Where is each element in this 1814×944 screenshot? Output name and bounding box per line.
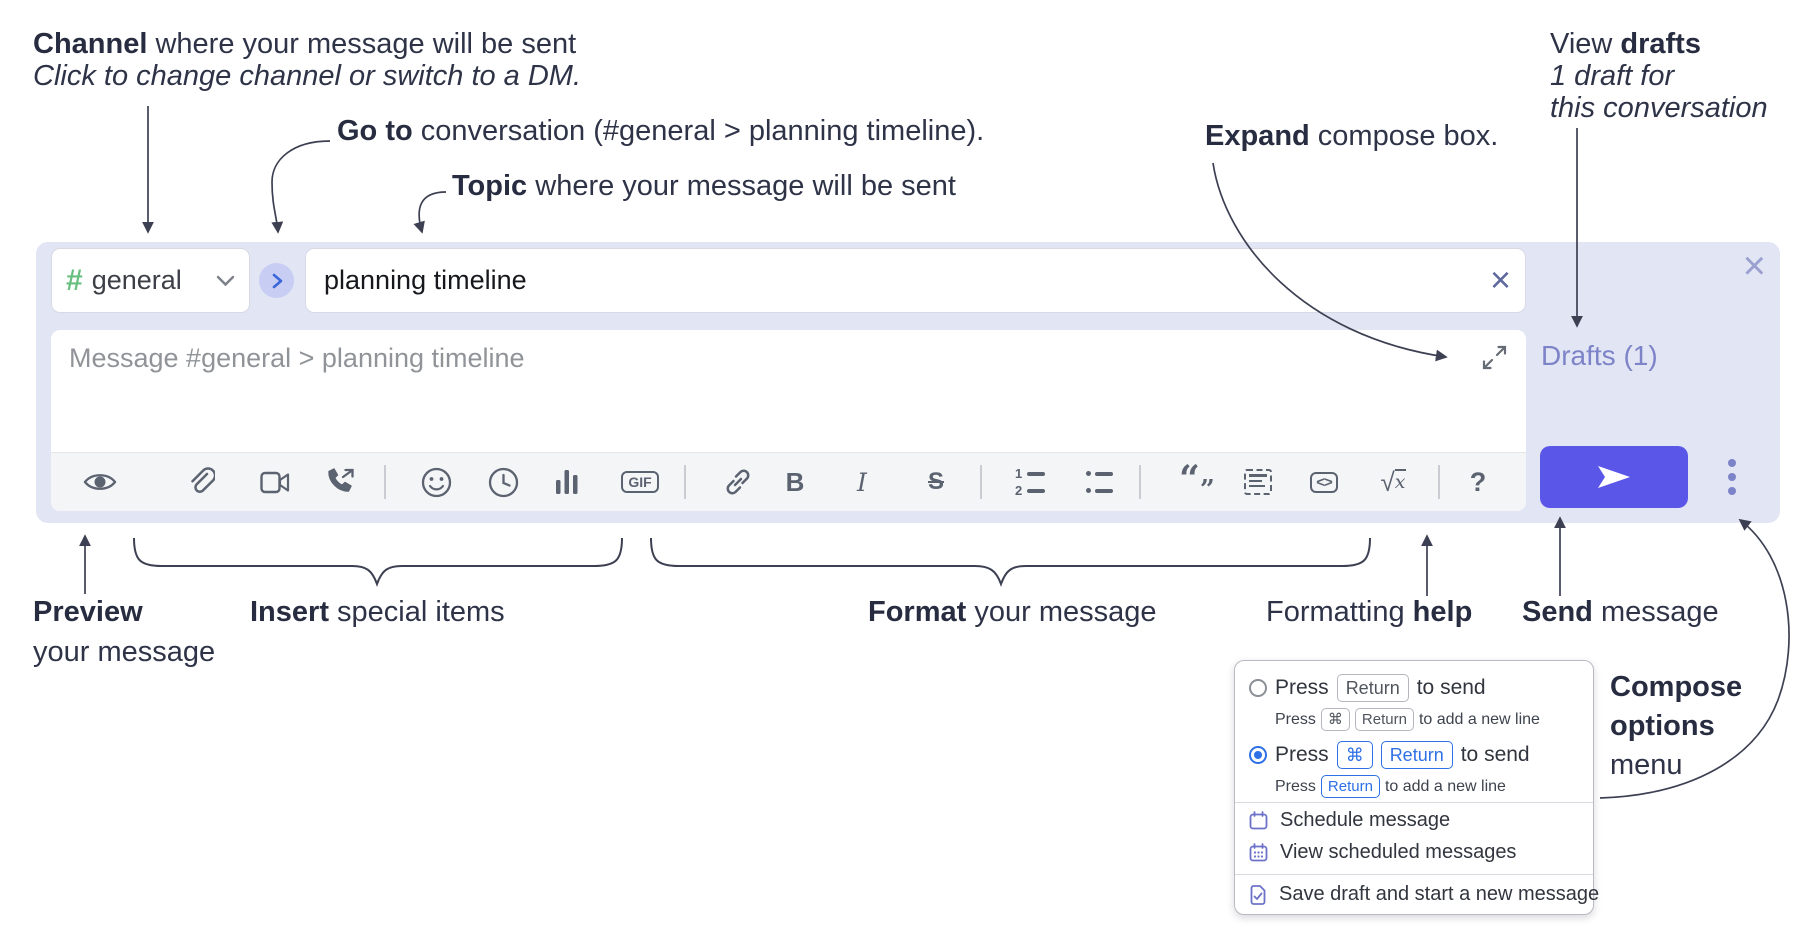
quote-icon[interactable]: “”: [1179, 457, 1215, 505]
close-compose-icon[interactable]: ×: [1742, 244, 1766, 288]
chevron-down-icon: [216, 275, 235, 286]
add-global-time-icon[interactable]: [486, 465, 520, 499]
expand-annotation: Expand compose box.: [1205, 120, 1499, 152]
code-icon[interactable]: <>: [1307, 465, 1341, 499]
send-mode-option-cmd-return-sub: Press Return to add a new line: [1275, 775, 1506, 798]
drafts-annotation: View drafts 1 draft for this conversatio…: [1550, 28, 1768, 124]
compose-options-annotation: Compose options menu: [1610, 671, 1743, 781]
italic-icon[interactable]: I: [857, 467, 867, 497]
view-scheduled-messages-item[interactable]: View scheduled messages: [1249, 841, 1516, 864]
radio-unselected-icon[interactable]: [1249, 679, 1267, 697]
cmd-key: ⌘: [1320, 708, 1350, 731]
message-area: GIF B I S 1: [51, 330, 1526, 511]
start-voice-call-icon[interactable]: [323, 465, 357, 499]
insert-annotation: Insert special items: [250, 596, 505, 628]
send-mode-option-cmd-return[interactable]: Press ⌘ Return to send: [1249, 741, 1530, 769]
clear-topic-button[interactable]: ×: [1489, 259, 1511, 300]
start-video-call-icon[interactable]: [258, 465, 292, 499]
topic-annotation: Topic where your message will be sent: [452, 170, 956, 202]
formatting-help-annotation: Formatting help: [1266, 596, 1473, 628]
toolbar-divider: [1139, 465, 1141, 499]
compose-options-menu-button[interactable]: [1712, 446, 1752, 508]
format-annotation: Format your message: [868, 596, 1157, 628]
numbered-list-icon[interactable]: 1 2: [1013, 465, 1047, 499]
return-key: Return: [1354, 708, 1414, 731]
topic-input-wrap: ×: [305, 248, 1526, 313]
toolbar-divider: [384, 465, 386, 499]
expand-compose-icon[interactable]: [1481, 344, 1508, 376]
compose-options-popup: Press Return to send Press ⌘ Return to a…: [1234, 660, 1599, 915]
insert-brace: [133, 537, 623, 587]
preview-icon[interactable]: [83, 465, 117, 499]
link-icon[interactable]: [721, 465, 755, 499]
radio-selected-icon[interactable]: [1249, 746, 1267, 764]
add-gif-icon[interactable]: GIF: [616, 465, 664, 499]
channel-annotation-sub: Click to change channel or switch to a D…: [33, 60, 582, 92]
bold-icon[interactable]: B: [785, 466, 805, 497]
compose-box: # general × × Drafts (1): [36, 242, 1780, 523]
channel-annotation-bold: Channel: [33, 28, 148, 60]
send-annotation: Send message: [1522, 596, 1719, 628]
popup-divider: [1235, 874, 1593, 875]
channel-name: general: [91, 265, 182, 295]
cmd-key: ⌘: [1336, 741, 1373, 769]
message-formatting-help-icon[interactable]: ?: [1469, 466, 1487, 497]
drafts-link[interactable]: Drafts (1): [1541, 340, 1658, 371]
preview-annotation: Preview your message: [33, 596, 216, 668]
channel-annotation-rest: where your message will be sent: [147, 28, 577, 60]
send-mode-option-return-sub: Press ⌘ Return to add a new line: [1275, 708, 1540, 731]
return-key: Return: [1320, 775, 1380, 798]
topic-arrow: [413, 191, 447, 234]
format-brace: [650, 537, 1371, 587]
emoji-icon[interactable]: [419, 465, 453, 499]
chevron-right-icon: [272, 273, 282, 288]
save-draft-icon: [1250, 884, 1266, 905]
compose-toolbar: GIF B I S 1: [51, 452, 1526, 511]
math-icon[interactable]: √x: [1380, 467, 1406, 497]
send-mode-option-return[interactable]: Press Return to send: [1249, 674, 1486, 702]
channel-hash-icon: #: [66, 263, 83, 297]
toolbar-divider: [1438, 465, 1440, 499]
schedule-message-item[interactable]: Schedule message: [1249, 809, 1450, 832]
save-draft-item[interactable]: Save draft and start a new message: [1249, 883, 1599, 906]
topic-input[interactable]: [306, 249, 1525, 312]
goto-conversation-button[interactable]: [259, 263, 294, 298]
bulleted-list-icon[interactable]: [1082, 465, 1116, 499]
popup-divider: [1235, 802, 1593, 803]
return-key: Return: [1380, 741, 1453, 769]
spoiler-icon[interactable]: [1241, 465, 1275, 499]
strikethrough-icon[interactable]: S: [927, 468, 944, 495]
channel-annotation: Channel where your message will be sent …: [33, 28, 581, 92]
attach-file-icon[interactable]: [184, 465, 218, 499]
calendar-days-icon: [1249, 843, 1268, 862]
return-key: Return: [1336, 674, 1409, 702]
paper-plane-icon: [1598, 466, 1630, 488]
message-input[interactable]: [51, 330, 1526, 450]
toolbar-divider: [684, 465, 686, 499]
toolbar-divider: [980, 465, 982, 499]
goto-arrow: [271, 140, 331, 234]
calendar-icon: [1249, 811, 1268, 830]
channel-selector[interactable]: # general: [51, 248, 250, 313]
create-poll-icon[interactable]: [550, 465, 584, 499]
send-button[interactable]: [1540, 446, 1688, 508]
goto-annotation: Go to conversation (#general > planning …: [337, 115, 985, 147]
